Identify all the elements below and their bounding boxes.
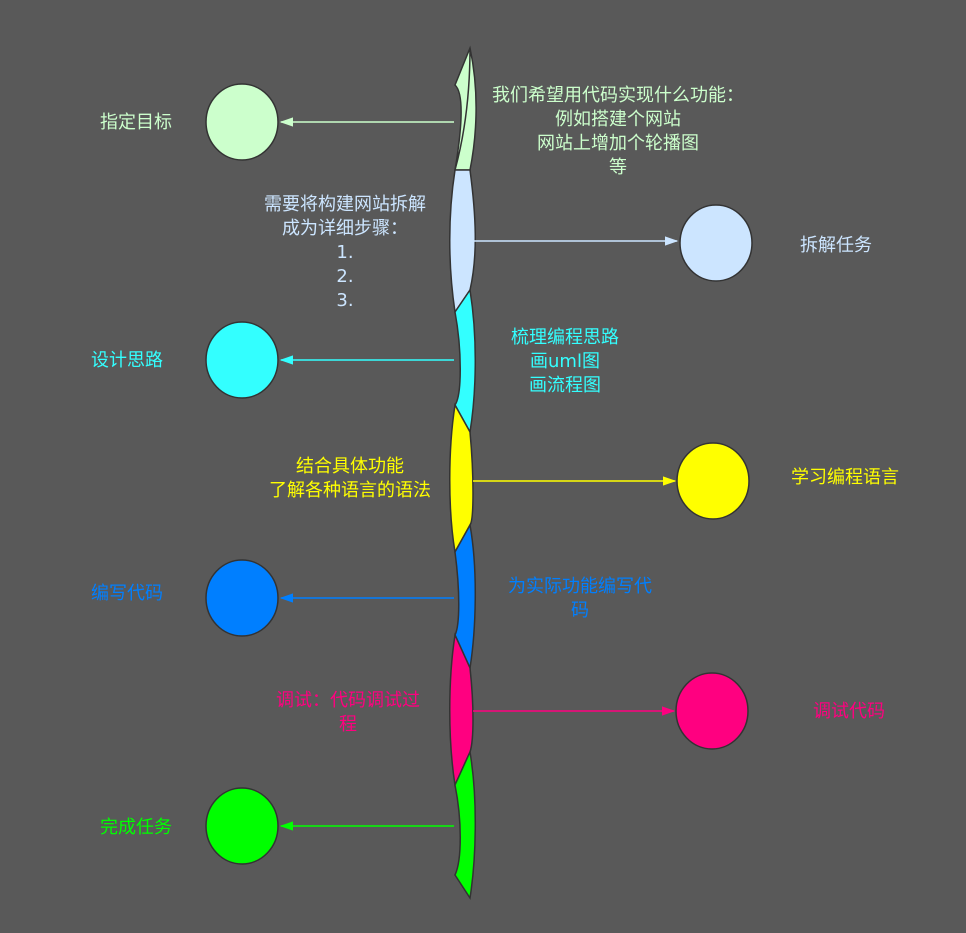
step-desc-4-line-1: 结合具体功能 xyxy=(296,456,404,477)
node-circle-1 xyxy=(205,83,279,161)
node-circle-5 xyxy=(205,559,279,637)
step-desc-2-line-4: 2. xyxy=(336,266,354,287)
step-desc-6-line-1: 调试：代码调试过 xyxy=(276,690,420,711)
node-circle-4 xyxy=(676,442,750,520)
spine-segment-1 xyxy=(454,45,477,171)
step-label-5: 编写代码 xyxy=(91,583,163,604)
step-desc-5-line-1: 为实际功能编写代 xyxy=(508,576,652,597)
step-desc-1-line-4: 等 xyxy=(609,157,627,178)
step-desc-2-line-3: 1. xyxy=(336,242,354,263)
step-label-6: 调试代码 xyxy=(813,701,885,722)
step-desc-6-line-2: 程 xyxy=(339,714,357,735)
step-label-3: 设计思路 xyxy=(91,350,163,371)
spine-segment-2 xyxy=(449,169,476,315)
step-desc-3: 梳理编程思路 画uml图 画流程图 xyxy=(495,326,635,398)
step-desc-5: 为实际功能编写代 码 xyxy=(495,575,665,623)
step-label-1: 指定目标 xyxy=(100,112,172,133)
step-desc-2-line-5: 3. xyxy=(336,290,354,311)
step-desc-4: 结合具体功能 了解各种语言的语法 xyxy=(255,455,445,503)
node-circle-6 xyxy=(675,672,749,750)
step-desc-4-line-2: 了解各种语言的语法 xyxy=(269,480,431,501)
step-label-7: 完成任务 xyxy=(100,817,172,838)
step-label-4: 学习编程语言 xyxy=(791,467,899,488)
step-label-2: 拆解任务 xyxy=(800,235,872,256)
step-desc-1: 我们希望用代码实现什么功能： 例如搭建个网站 网站上增加个轮播图 等 xyxy=(478,84,758,180)
node-circle-3 xyxy=(205,321,279,399)
step-desc-3-line-2: 画uml图 xyxy=(530,351,600,372)
step-desc-6: 调试：代码调试过 程 xyxy=(263,689,433,737)
step-desc-2: 需要将构建网站拆解 成为详细步骤： 1. 2. 3. xyxy=(250,193,440,313)
step-desc-3-line-1: 梳理编程思路 xyxy=(511,327,619,348)
step-desc-2-line-2: 成为详细步骤： xyxy=(282,218,408,239)
step-desc-1-line-2: 例如搭建个网站 xyxy=(555,109,681,130)
step-desc-1-line-1: 我们希望用代码实现什么功能： xyxy=(492,85,744,106)
spine-segment-7 xyxy=(454,749,477,901)
node-circle-7 xyxy=(205,787,279,865)
step-desc-3-line-3: 画流程图 xyxy=(529,375,601,396)
step-desc-5-line-2: 码 xyxy=(571,600,589,621)
step-desc-2-line-1: 需要将构建网站拆解 xyxy=(264,194,426,215)
step-desc-1-line-3: 网站上增加个轮播图 xyxy=(537,133,699,154)
node-circle-2 xyxy=(679,204,753,282)
